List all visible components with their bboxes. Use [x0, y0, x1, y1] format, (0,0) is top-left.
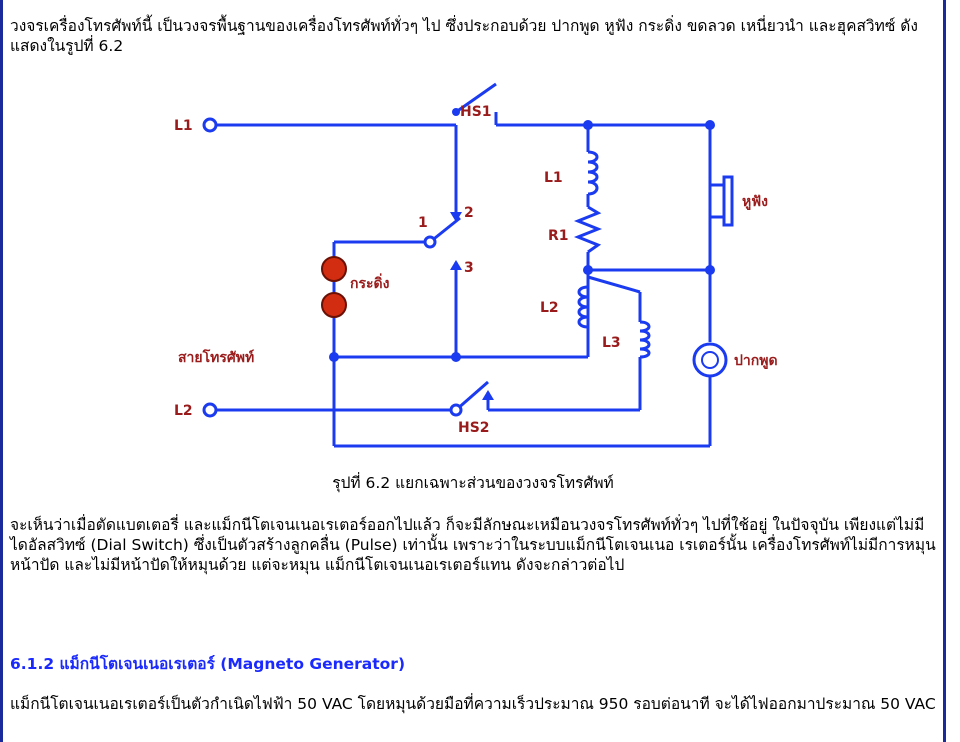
- section-heading: 6.1.2 แม็กนีโตเจนเนอเรเตอร์ (Magneto Gen…: [10, 655, 406, 673]
- label-earpiece: หูฟัง: [742, 194, 768, 210]
- resistor-r1-icon: [573, 205, 603, 254]
- label-r1: R1: [548, 228, 569, 244]
- terminal-l2: [202, 402, 218, 418]
- telephone-circuit-diagram: L1 L2 HS1 HS2 1 2 3 L1 R1 L2 L3 กระดิ่ง …: [174, 82, 778, 448]
- mouthpiece-icon: [692, 342, 728, 378]
- label-contact-1: 1: [418, 215, 428, 231]
- label-contact-2: 2: [464, 205, 474, 221]
- bell-icon: [321, 256, 347, 318]
- label-hs1: HS1: [460, 104, 492, 120]
- label-mouthpiece: ปากพูด: [734, 353, 778, 369]
- figure-caption: รุปที่ 6.2 แยกเฉพาะส่วนของวงจรโทรศัพท์: [332, 474, 614, 492]
- label-coil-l2: L2: [540, 300, 559, 316]
- circuit-wires: [216, 112, 712, 448]
- label-coil-l1: L1: [544, 170, 563, 186]
- coil-l1-icon: [587, 150, 599, 196]
- hook-switch-hs1: [452, 82, 497, 116]
- junction-dots: [329, 120, 715, 362]
- hook-switch-hs2: [449, 380, 494, 417]
- last-paragraph: แม็กนีโตเจนเนอเรเตอร์เป็นตัวกำเนิดไฟฟ้า …: [10, 695, 936, 713]
- label-l2-input: L2: [174, 403, 193, 419]
- label-coil-l3: L3: [602, 335, 621, 351]
- label-l1-input: L1: [174, 118, 193, 134]
- label-telephone-line: สายโทรศัพท์: [178, 348, 254, 366]
- body-paragraph: จะเห็นว่าเมื่อตัดแบตเตอรี่ และแม็กนีโตเจ…: [10, 516, 936, 574]
- coil-l3-icon: [639, 320, 651, 359]
- label-contact-3: 3: [464, 260, 474, 276]
- intro-paragraph: วงจรเครื่องโทรศัพท์นี้ เป็นวงจรพื้นฐานขอ…: [10, 17, 918, 55]
- earpiece-icon: [708, 175, 734, 227]
- label-bell: กระดิ่ง: [350, 273, 390, 292]
- terminal-l1: [202, 117, 218, 133]
- bell-switch: [423, 212, 462, 270]
- coil-l2-icon: [577, 285, 589, 329]
- label-hs2: HS2: [458, 420, 490, 436]
